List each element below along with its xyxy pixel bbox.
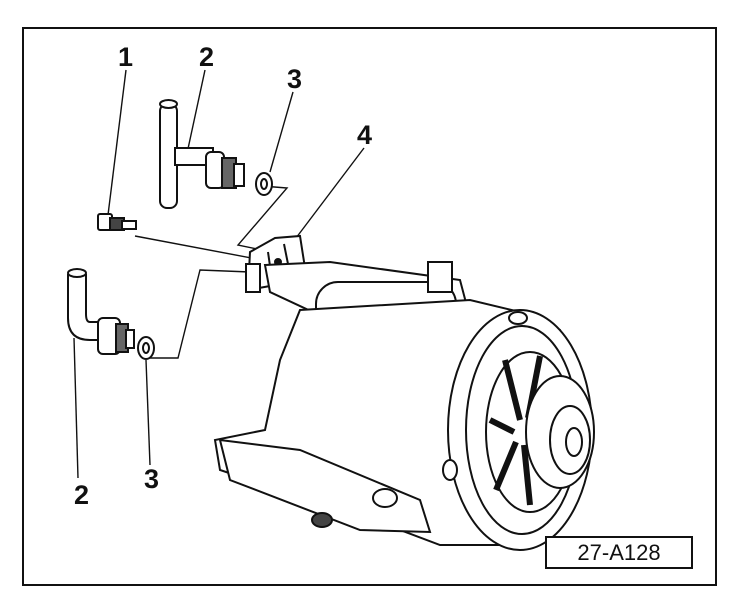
callout-3-lower: 3 [144,464,160,494]
bent-pipe-part-2-lower [67,268,135,355]
bracket-part-4 [245,234,307,293]
banjo-bolt-part-1 [97,213,137,231]
figure-reference-box: 27-A128 [545,536,693,569]
sealing-washer-part-3-lower [137,336,155,360]
callout-2-upper: 2 [199,42,215,72]
figure-frame [22,27,717,586]
callout-2-lower: 2 [74,480,90,510]
callout-3-upper: 3 [287,64,303,94]
sealing-washer-part-3-upper [255,172,273,196]
leader-lines [73,69,365,479]
t-pipe-fitting-part-2-upper [159,99,245,209]
callout-4: 4 [357,120,373,150]
figure-reference-code: 27-A128 [577,540,661,565]
compressor-assembly [213,260,595,551]
callout-1: 1 [118,42,134,72]
